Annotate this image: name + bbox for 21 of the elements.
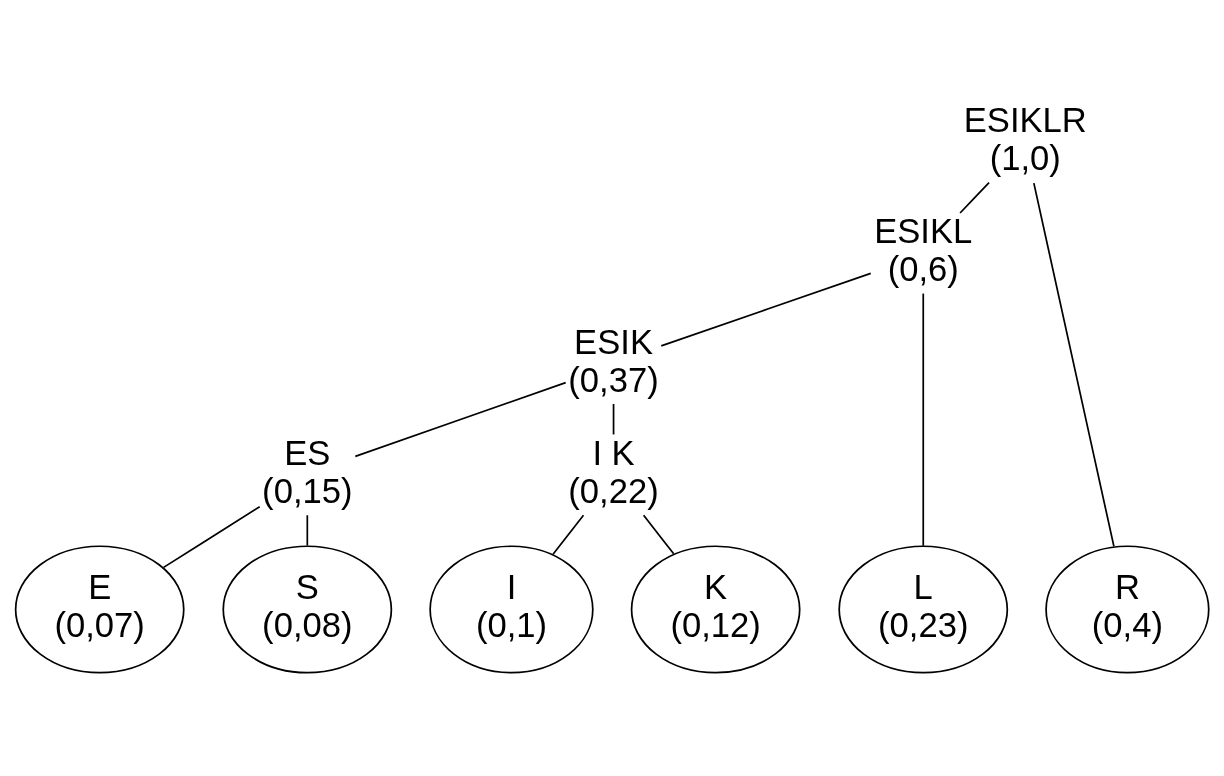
connector	[959, 181, 990, 214]
node-ellipse: I (0,1)	[429, 545, 594, 674]
node-ellipse: S (0,08)	[222, 545, 393, 674]
node-ellipse: R (0,4)	[1045, 545, 1210, 674]
node-ellipse: E (0,07)	[14, 545, 185, 674]
connector	[162, 505, 261, 569]
connector	[1033, 182, 1115, 548]
connector	[552, 514, 585, 556]
node-ellipse: L (0,23)	[838, 545, 1009, 674]
connector	[306, 514, 309, 547]
connector	[660, 272, 872, 347]
connector	[642, 514, 675, 555]
node-text: ESIKLR (1,0)	[963, 101, 1087, 178]
node-ellipse: K (0,12)	[630, 545, 801, 674]
node-text: ES (0,15)	[262, 433, 353, 510]
node-text: I K (0,22)	[568, 433, 659, 510]
connector	[612, 403, 615, 436]
connector	[354, 381, 567, 458]
connector	[922, 292, 925, 547]
node-text: ESIK (0,37)	[568, 322, 659, 399]
node-text: ESIKL (0,6)	[874, 212, 973, 289]
